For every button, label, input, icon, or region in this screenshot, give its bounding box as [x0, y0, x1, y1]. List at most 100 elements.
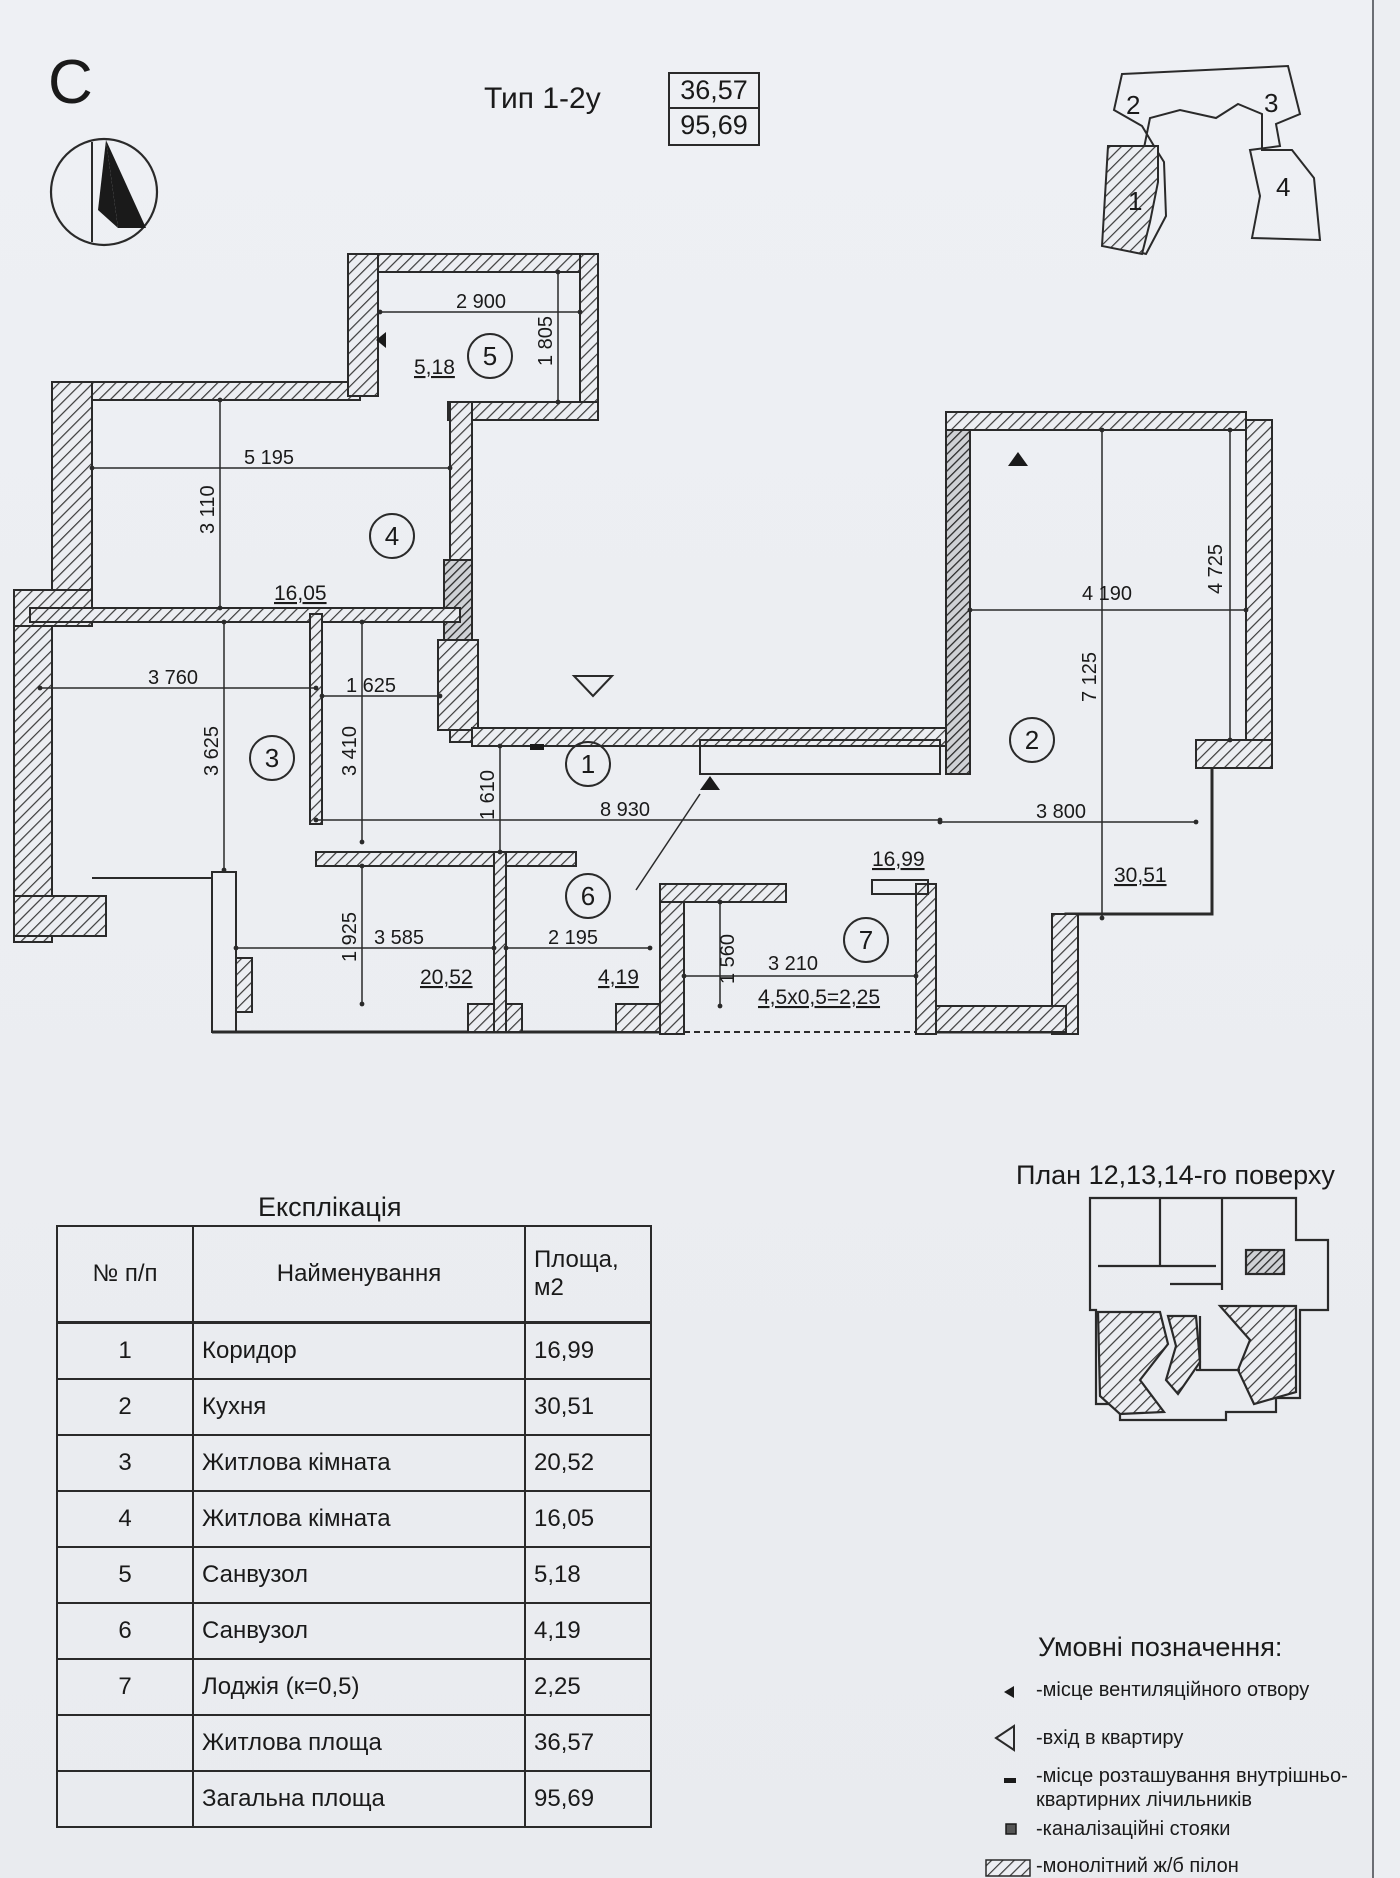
table-row: 4 Житлова кімната 16,05 [56, 1490, 652, 1548]
key-section-2: 2 [1126, 90, 1140, 120]
dim-room3-depth: 3 625 [201, 726, 223, 776]
legend-text: -місце розташування внутрішньо- [1036, 1765, 1348, 1787]
dim-corridor-depth: 1 610 [477, 770, 499, 820]
table-row: 7 Лоджія (к=0,5) 2,25 [56, 1658, 652, 1716]
plan-markers [376, 332, 1028, 891]
table-row: 1 Коридор 16,99 [56, 1321, 652, 1380]
room-number-circles [249, 333, 1055, 963]
room-3-area: 20,52 [420, 966, 473, 989]
room-2-number: 2 [1025, 725, 1039, 755]
row-name: Житлова кімната [192, 1490, 526, 1548]
row-name: Санвузол [192, 1546, 526, 1604]
explication-table: № п/п Найменування Площа, м2 1 Коридор 1… [56, 1225, 652, 1828]
dim-kitchen-length: 3 800 [1036, 801, 1086, 823]
key-section-3: 3 [1264, 88, 1278, 118]
header-area: Площа, м2 [524, 1225, 652, 1324]
row-name: Лоджія (к=0,5) [192, 1658, 526, 1716]
dim-room3-width: 3 760 [148, 667, 198, 689]
row-num: 7 [56, 1658, 194, 1716]
row-num: 6 [56, 1602, 194, 1660]
row-num: 3 [56, 1434, 194, 1492]
dim-loggia-width: 3 210 [768, 953, 818, 975]
row-num [56, 1714, 194, 1772]
vent-marker-icon [700, 776, 720, 790]
table-row: 5 Санвузол 5,18 [56, 1546, 652, 1604]
dim-bath6-width: 2 195 [548, 927, 598, 949]
room-1-area: 16,99 [872, 848, 925, 871]
table-row: 2 Кухня 30,51 [56, 1378, 652, 1436]
key-section-4: 4 [1276, 172, 1290, 202]
key-section-1: 1 [1128, 186, 1142, 216]
entrance-marker-icon [994, 1724, 1015, 1752]
vent-marker-icon [1008, 452, 1028, 466]
meter-marker-icon [1004, 1778, 1016, 1783]
dim-hall-width: 1 625 [346, 675, 396, 697]
room-7-area: 4,5х0,5=2,25 [758, 986, 880, 1009]
legend-text: -вхід в квартиру [1036, 1727, 1184, 1749]
table-row: 3 Житлова кімната 20,52 [56, 1434, 652, 1492]
row-name: Загальна площа [192, 1770, 526, 1828]
row-area: 2,25 [524, 1658, 652, 1716]
row-area: 16,05 [524, 1490, 652, 1548]
room-5-number: 5 [483, 341, 497, 371]
north-arrow-icon [49, 137, 159, 247]
row-num: 2 [56, 1378, 194, 1436]
dim-bath5-width: 2 900 [456, 291, 506, 313]
dim-kitchen-side: 4 725 [1205, 544, 1227, 594]
area-summary-box: 36,57 95,69 [668, 72, 760, 146]
room-6-area: 4,19 [598, 966, 639, 989]
key-plan-labels: 1 2 3 4 [1126, 88, 1290, 216]
dim-loggia-depth: 1 560 [717, 934, 739, 984]
room-5-area: 5,18 [414, 356, 455, 379]
section-key-plan [1100, 64, 1322, 256]
dim-hall-depth: 3 410 [339, 726, 361, 776]
room-6-number: 6 [581, 881, 595, 911]
header-num: № п/п [56, 1225, 194, 1324]
dim-kitchen-full-depth: 7 125 [1079, 652, 1101, 702]
dim-bottom-depth: 1 925 [339, 912, 361, 962]
room-3-number: 3 [265, 743, 279, 773]
legend-symbols [985, 1686, 1031, 1877]
row-area: 16,99 [524, 1321, 652, 1380]
apartment-type-title: Тип 1-2у [484, 82, 601, 115]
dim-kitchen-width: 4 190 [1082, 583, 1132, 605]
legend-text: -каналізаційні стояки [1036, 1818, 1231, 1840]
dim-room4-depth: 3 110 [197, 485, 219, 534]
legend-text: -монолітний ж/б пілон [1036, 1855, 1239, 1877]
room-4-area: 16,05 [274, 582, 327, 605]
room-2-area: 30,51 [1114, 864, 1167, 887]
legend-text-continued: квартирних лічильників [1036, 1789, 1253, 1811]
table-row: Житлова площа 36,57 [56, 1714, 652, 1772]
dim-bath5-depth: 1 805 [535, 316, 557, 366]
dimension-values: 2 900 1 805 5 195 3 110 3 760 3 625 1 62… [148, 291, 1227, 984]
row-name: Санвузол [192, 1602, 526, 1660]
floor-plan-caption: План 12,13,14-го поверху [1016, 1160, 1335, 1190]
explication-title: Експлікація [258, 1192, 402, 1222]
row-area: 36,57 [524, 1714, 652, 1772]
row-name: Коридор [192, 1321, 526, 1380]
row-area: 95,69 [524, 1770, 652, 1828]
row-num: 4 [56, 1490, 194, 1548]
table-header-row: № п/п Найменування Площа, м2 [56, 1225, 652, 1324]
row-area: 20,52 [524, 1434, 652, 1492]
dim-total-length: 8 930 [600, 799, 650, 821]
living-area-value: 36,57 [670, 74, 758, 109]
table-row: Загальна площа 95,69 [56, 1770, 652, 1828]
floor-plan-thumbnail [1088, 1196, 1330, 1422]
entrance-marker-icon [571, 675, 615, 698]
row-area: 30,51 [524, 1378, 652, 1436]
row-area: 5,18 [524, 1546, 652, 1604]
dim-room4-width: 5 195 [244, 447, 294, 469]
apartment-walls [13, 253, 1273, 1035]
room-numbers: 1 2 3 4 5 6 7 [265, 341, 1039, 955]
row-name: Житлова кімната [192, 1434, 526, 1492]
room-areas: 16,99 30,51 20,52 16,05 5,18 4,19 4,5х0,… [274, 356, 1167, 1009]
vent-marker-icon [1004, 1686, 1014, 1698]
header-name: Найменування [192, 1225, 526, 1324]
row-num: 5 [56, 1546, 194, 1604]
room-1-number: 1 [581, 749, 595, 779]
room-7-number: 7 [859, 925, 873, 955]
room-4-number: 4 [385, 521, 399, 551]
row-area: 4,19 [524, 1602, 652, 1660]
